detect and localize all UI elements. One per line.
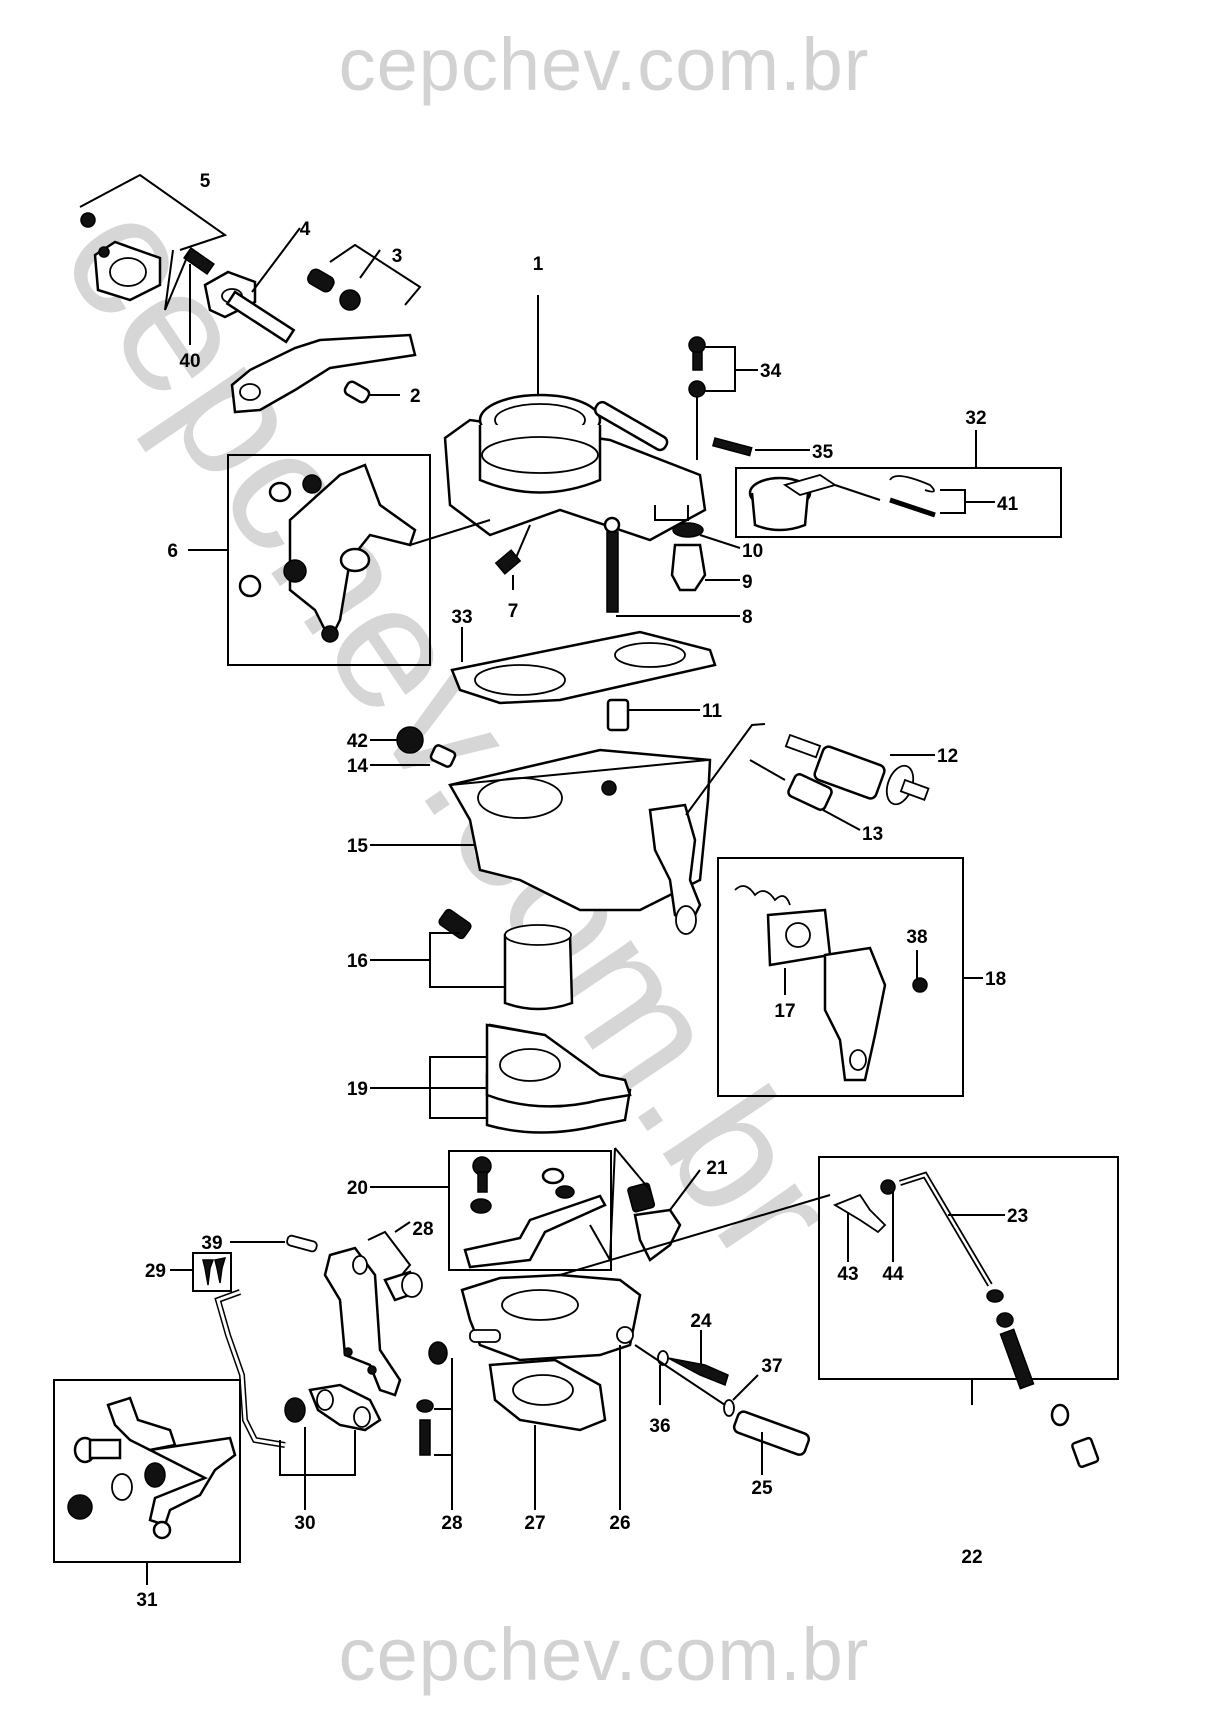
part-13-fitting — [749, 759, 861, 831]
part-12-solenoid — [685, 723, 935, 816]
callout-3: 3 — [392, 246, 403, 267]
callout-37: 37 — [761, 1356, 782, 1377]
callout-20: 20 — [347, 1178, 368, 1199]
part-11-jet — [606, 698, 700, 732]
part-34-screw-washer — [688, 336, 758, 460]
part-37-oring — [723, 1374, 759, 1417]
part-5-cover-assembly — [79, 173, 228, 302]
callout-44: 44 — [882, 1264, 904, 1285]
callout-38: 38 — [906, 927, 927, 948]
part-26-carburetor-base — [460, 1194, 831, 1510]
callout-22: 22 — [961, 1547, 982, 1568]
callout-17: 17 — [774, 1001, 795, 1022]
callout-40: 40 — [179, 351, 200, 372]
callout-35: 35 — [812, 442, 834, 463]
part-24-screw — [657, 1330, 729, 1387]
watermark-top: cepchev.com.br — [338, 23, 870, 106]
callout-5: 5 — [200, 171, 211, 192]
throttle-lever — [323, 1246, 402, 1397]
callout-2: 2 — [410, 386, 421, 407]
part-19-gasket-stack — [370, 1023, 632, 1134]
part-28-top-bushing — [367, 1221, 423, 1302]
callout-6: 6 — [167, 541, 178, 562]
part-3-screw-washer — [307, 243, 422, 311]
part-21-needle-valve — [614, 1147, 701, 1262]
part-31-lever-kit-box — [53, 1379, 241, 1585]
part-40-spring — [164, 247, 215, 345]
part-39-screw — [230, 1234, 318, 1253]
callout-14: 14 — [347, 756, 369, 777]
callout-29: 29 — [145, 1261, 166, 1282]
callout-7: 7 — [508, 601, 519, 622]
callout-12: 12 — [937, 746, 958, 767]
part-7-jet — [494, 549, 522, 590]
callout-34: 34 — [760, 361, 782, 382]
callout-21: 21 — [706, 1158, 728, 1179]
part-33-gasket — [450, 627, 717, 705]
callout-28-bottom: 28 — [441, 1513, 462, 1534]
callout-19: 19 — [347, 1079, 368, 1100]
callout-36: 36 — [649, 1416, 670, 1437]
callout-13: 13 — [862, 824, 883, 845]
callout-30: 30 — [294, 1513, 315, 1534]
callout-33: 33 — [451, 607, 472, 628]
callout-18: 18 — [985, 969, 1006, 990]
callout-11: 11 — [702, 701, 723, 722]
part-25-pump-plunger — [634, 1344, 811, 1475]
callout-25: 25 — [751, 1478, 773, 1499]
part-2-lever-and-pin — [230, 333, 417, 414]
part-16-venturi-and-jet — [370, 908, 574, 1011]
callout-1: 1 — [533, 254, 544, 275]
part-10-washer — [654, 505, 741, 549]
callout-39: 39 — [201, 1233, 222, 1254]
part-30-lever-and-bushing — [279, 1383, 382, 1510]
callout-labels: 5 4 3 40 2 1 34 35 32 41 10 9 8 6 7 33 1… — [136, 171, 1028, 1611]
part-4-shaft-plate — [203, 227, 301, 344]
callout-15: 15 — [347, 836, 369, 857]
part-20-linkage-box — [370, 1147, 616, 1271]
callout-31: 31 — [136, 1590, 158, 1611]
part-6-bracket-box — [188, 454, 431, 666]
callout-42: 42 — [347, 731, 368, 752]
callout-23: 23 — [1007, 1206, 1028, 1227]
watermark-bottom: cepchev.com.br — [338, 1613, 870, 1696]
callout-24: 24 — [690, 1311, 712, 1332]
callout-43: 43 — [837, 1264, 858, 1285]
part-8-jet-screw — [603, 516, 740, 617]
callout-41: 41 — [997, 494, 1019, 515]
part-15-carburetor-body — [370, 748, 712, 935]
part-27-base-gasket — [488, 1358, 607, 1510]
part-35-screw — [712, 437, 810, 457]
callout-4: 4 — [300, 219, 311, 240]
callout-8: 8 — [742, 607, 753, 628]
part-1-throttle-body — [409, 295, 707, 561]
callout-10: 10 — [742, 541, 763, 562]
callout-28-top: 28 — [412, 1219, 433, 1240]
part-14-plug — [370, 744, 457, 768]
part-32-actuator-kit-box — [735, 430, 1062, 538]
part-42-seal — [370, 726, 424, 754]
callout-16: 16 — [347, 951, 368, 972]
part-29-clips-box — [170, 1252, 232, 1292]
callout-27: 27 — [524, 1513, 545, 1534]
part-28-bottom-screw-washer — [416, 1341, 453, 1510]
part-18-pulldown-kit-box — [717, 857, 983, 1097]
callout-9: 9 — [742, 572, 753, 593]
callout-26: 26 — [609, 1513, 630, 1534]
throttle-rod — [214, 1289, 286, 1448]
part-9-valve — [670, 543, 740, 592]
part-22-pump-rod-kit-box — [818, 1156, 1119, 1469]
callout-32: 32 — [965, 408, 986, 429]
